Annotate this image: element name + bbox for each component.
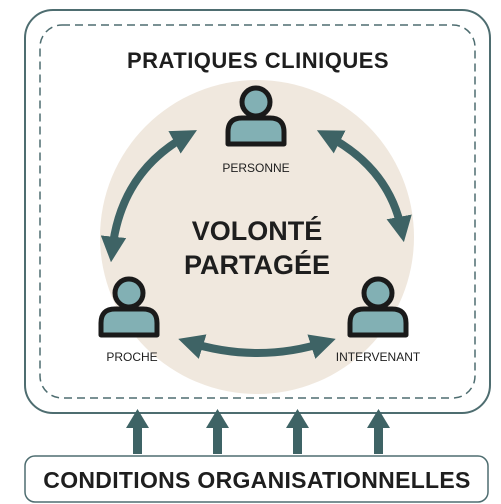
actor-label-proche: PROCHE [106, 350, 157, 364]
up-arrow-icon [206, 409, 229, 454]
support-arrows [126, 409, 390, 454]
center-line-2: PARTAGÉE [184, 249, 330, 280]
arrow-proche-intervenant [178, 334, 336, 359]
clinical-practices-dashed-border [39, 24, 476, 399]
organizational-conditions-box [24, 455, 489, 503]
actor-label-intervenant: INTERVENANT [336, 350, 421, 364]
up-arrow-icon [126, 409, 149, 454]
actor-label-personne: PERSONNE [222, 161, 289, 175]
diagram-title: PRATIQUES CLINIQUES [127, 48, 389, 73]
organizational-conditions-label: CONDITIONS ORGANISATIONNELLES [43, 467, 470, 493]
center-line-1: VOLONTÉ [192, 215, 323, 246]
arrow-person-intervenant [316, 130, 412, 243]
up-arrow-icon [286, 409, 309, 454]
arrow-person-proche [100, 130, 197, 263]
up-arrow-icon [367, 409, 390, 454]
